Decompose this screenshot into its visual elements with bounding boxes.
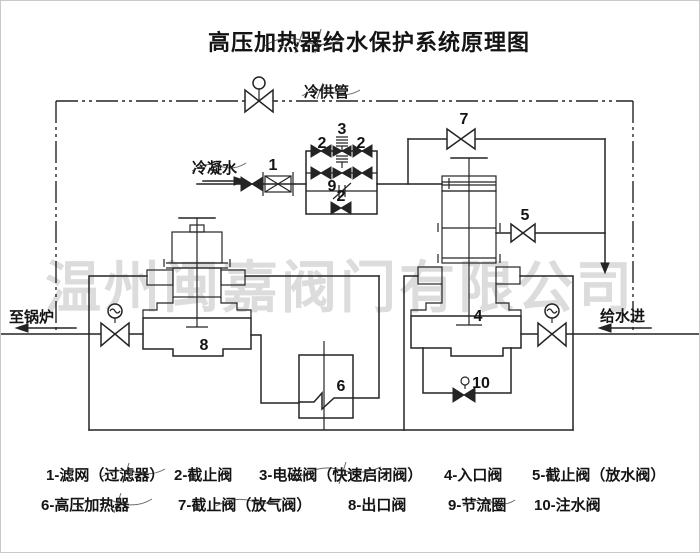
cold-supply-label: 冷供管 — [304, 83, 349, 101]
page-title: 高压加热器给水保护系统原理图 — [208, 30, 530, 55]
to-boiler-label: 至锅炉 — [9, 308, 54, 326]
manifold-valve2-bottom-label: 2 — [337, 188, 346, 205]
strainer-label: 1 — [269, 157, 278, 174]
strainer-1 — [262, 172, 294, 196]
feedwater-label: 给水进 — [600, 307, 645, 325]
legend-item-8: 8-出口阀 — [348, 496, 406, 514]
boiler-wheel-valve — [100, 303, 130, 348]
cold-supply-pipe — [55, 100, 634, 334]
outlet-valve-8-label: 8 — [200, 337, 209, 354]
condensate-arrow — [202, 176, 248, 186]
fill-bypass — [422, 347, 512, 394]
manifold-valve3-label: 3 — [338, 121, 347, 138]
watermark-text: 温州闽嘉阀门有限公司 — [45, 256, 635, 319]
manifold-valve2-right-label: 2 — [357, 135, 366, 152]
feedwater-arrow — [597, 323, 652, 333]
legend-item-9: 9-节流圈 — [448, 496, 506, 514]
orifice-9-label: 9 — [328, 178, 337, 195]
fill-valve-10 — [452, 376, 476, 403]
legend-item-2: 2-截止阀 — [174, 466, 232, 484]
legend-item-6: 6-高压加热器 — [41, 496, 130, 514]
feedwater-wheel-valve — [537, 303, 567, 348]
manifold-valve2-left-label: 2 — [318, 135, 327, 152]
legend-item-5: 5-截止阀（放水阀） — [532, 466, 665, 484]
outlet-valve-8 — [142, 217, 252, 357]
vent-drain-arrow — [600, 262, 610, 275]
fill-valve-10-label: 10 — [472, 375, 490, 392]
legend-item-10: 10-注水阀 — [534, 496, 601, 514]
cold-supply-valve — [244, 76, 274, 114]
condensate-label: 冷凝水 — [192, 159, 238, 177]
vent-valve-7-label: 7 — [460, 111, 469, 128]
legend-item-3: 3-电磁阀（快速启闭阀） — [259, 466, 422, 484]
heater-6-label: 6 — [337, 378, 346, 395]
solenoid-manifold — [305, 136, 378, 215]
legend-item-7: 7-截止阀（放气阀） — [178, 496, 311, 514]
scribble-marks — [75, 28, 516, 514]
inlet-valve-4-label: 4 — [474, 308, 483, 325]
legend: 1-滤网（过滤器） 2-截止阀 3-电磁阀（快速启闭阀） 4-入口阀 5-截止阀… — [41, 466, 665, 514]
drain-valve-5 — [510, 222, 536, 244]
vent-valve-7 — [446, 127, 476, 151]
vent-line-7 — [407, 138, 610, 275]
heater-6 — [298, 341, 354, 430]
condensate-valve — [240, 176, 264, 192]
legend-item-4: 4-入口阀 — [444, 466, 502, 484]
manifold-outlet-line — [376, 138, 443, 185]
to-boiler-arrow — [14, 323, 77, 333]
drain-valve-5-label: 5 — [521, 207, 530, 224]
